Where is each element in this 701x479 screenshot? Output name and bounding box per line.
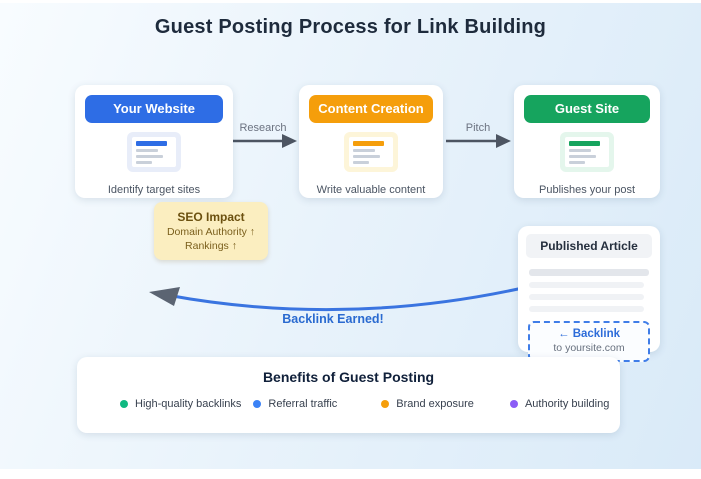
skeleton-line (529, 269, 649, 276)
document-icon (344, 132, 398, 172)
published-page-icon-line (569, 161, 586, 164)
webpage-icon-line (136, 161, 153, 164)
backlink-link-box[interactable]: ← Backlink to yoursite.com (528, 321, 650, 362)
step-card-guest-site: Guest Site Publishes your post (514, 85, 660, 198)
research-arrow-label: Research (239, 122, 287, 134)
document-icon-line (353, 161, 370, 164)
seo-impact-note: SEO Impact Domain Authority ↑ Rankings ↑ (154, 202, 268, 260)
published-article-card: Published Article ← Backlink to yoursite… (518, 226, 660, 362)
backlink-link-label[interactable]: ← Backlink (558, 328, 620, 340)
published-page-icon-line (569, 149, 591, 152)
webpage-icon-line (136, 149, 158, 152)
published-page-icon-bar (569, 141, 600, 146)
benefit-label: Authority building (524, 398, 610, 410)
document-icon-bar (353, 141, 384, 146)
step-card-content-creation: Content Creation Write valuable content (299, 85, 443, 198)
published-page-icon (560, 132, 614, 172)
document-icon-line (353, 155, 380, 158)
content-creation-button[interactable]: Content Creation (309, 95, 433, 123)
blue-dot-icon (253, 400, 262, 408)
pitch-arrow-label: Pitch (465, 122, 491, 134)
benefit-label: High-quality backlinks (135, 398, 242, 410)
webpage-icon-bar (136, 141, 167, 146)
step-caption: Publishes your post (539, 184, 635, 196)
benefit-item-backlinks: High-quality backlinks (120, 398, 241, 410)
skeleton-line (529, 294, 645, 300)
benefits-title: Benefits of Guest Posting (262, 369, 435, 385)
benefits-legend: High-quality backlinks Referral traffic … (120, 398, 620, 410)
benefit-item-referral: Referral traffic (253, 398, 337, 410)
guest-site-button[interactable]: Guest Site (524, 95, 650, 123)
webpage-icon-line (136, 155, 163, 158)
backlink-link-target: to yoursite.com (553, 342, 625, 354)
published-page-icon-line (569, 155, 596, 158)
document-icon-body (349, 137, 393, 167)
your-website-button[interactable]: Your Website (85, 95, 223, 123)
skeleton-line (529, 282, 645, 288)
backlink-earned-label: Backlink Earned! (282, 312, 384, 326)
webpage-icon-body (132, 137, 176, 167)
seo-impact-line: Domain Authority ↑ (166, 226, 256, 238)
document-icon-line (353, 149, 375, 152)
step-caption: Identify target sites (107, 184, 201, 196)
benefit-label: Referral traffic (268, 398, 338, 410)
published-page-icon-body (565, 137, 609, 167)
step-caption: Write valuable content (316, 184, 426, 196)
published-article-title: Published Article (526, 234, 652, 258)
purple-dot-icon (509, 400, 518, 408)
step-card-your-website: Your Website Identify target sites (75, 85, 233, 198)
skeleton-line (529, 306, 645, 312)
page-title: Guest Posting Process for Link Building (154, 16, 547, 38)
webpage-icon (127, 132, 181, 172)
seo-impact-title: SEO Impact (177, 210, 245, 224)
green-dot-icon (120, 400, 128, 408)
benefit-item-authority: Authority building (509, 398, 610, 410)
benefit-item-brand: Brand exposure (381, 398, 474, 410)
benefits-card: Benefits of Guest Posting High-quality b… (77, 357, 620, 433)
article-text-skeleton (529, 269, 649, 312)
benefit-label: Brand exposure (396, 398, 474, 410)
seo-impact-line: Rankings ↑ (185, 240, 237, 252)
orange-dot-icon (381, 400, 390, 408)
